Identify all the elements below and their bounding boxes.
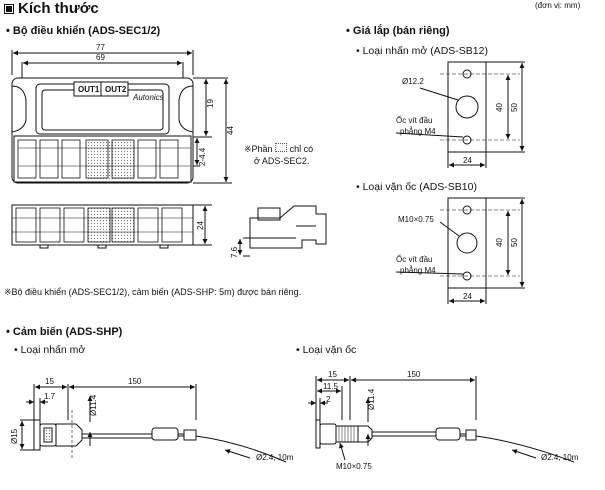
dim-69: 69 (96, 53, 105, 62)
label-out1: OUT1 (78, 85, 100, 94)
bracket-type1-title-text: Loại nhấn mở (ADS-SB12) (362, 45, 488, 57)
s1-dim-phi15: Ø15 (10, 428, 19, 444)
b2-dim-40: 40 (495, 238, 504, 247)
s1-dim-cable: Ø2.4, 10m (256, 453, 294, 462)
controller-title-text: Bộ điều khiển (ADS-SEC1/2) (12, 25, 161, 37)
b1-screw1: Ốc vít đầu (396, 115, 432, 125)
s2-thread: M10×0.75 (336, 462, 372, 471)
bracket-type2-title-text: Loại vặn ốc (ADS-SB10) (362, 181, 477, 193)
sensor-push-drawing (19, 384, 287, 463)
b1-dim-50: 50 (510, 103, 519, 112)
dim-44: 44 (226, 126, 235, 135)
b1-screw2: phẳng M4 (400, 127, 436, 136)
sensor-title: • Cảm biến (ADS-SHP) (6, 326, 123, 338)
b2-dim-24: 24 (463, 292, 472, 301)
sensor-screw-drawing (308, 376, 575, 463)
hatch-swatch-icon (275, 143, 288, 152)
controller-top-view (11, 50, 232, 184)
controller-front-view (11, 204, 212, 249)
sec2-note-prefix: ※Phần (244, 144, 273, 154)
bracket-type2-title: • Loại vặn ốc (ADS-SB10) (356, 181, 477, 193)
dim-19: 19 (206, 99, 215, 108)
s2-dim-15: 15 (328, 370, 337, 379)
b1-dim-40: 40 (495, 103, 504, 112)
b2-thread: M10×0.75 (398, 215, 434, 224)
s1-dim-15: 15 (45, 377, 54, 386)
controller-title: • Bộ điều khiển (ADS-SEC1/2) (6, 25, 161, 37)
section-title-text: Kích thước (18, 0, 99, 17)
section-title-dimensions: Kích thước (4, 0, 99, 17)
b1-dim-24: 24 (463, 156, 472, 165)
bracket-type2-drawing (395, 197, 525, 304)
controller-side-view (237, 205, 327, 257)
dim-24-front: 24 (196, 221, 205, 230)
controller-footnote: ※Bộ điều khiển (ADS-SEC1/2), cảm biến (A… (4, 287, 302, 297)
b2-screw2: phẳng M4 (400, 266, 436, 275)
b2-screw1: Ốc vít đầu (396, 254, 432, 264)
bracket-title-text: Giá lắp (bán riêng) (352, 25, 450, 37)
sec2-note-suffix: chỉ có (289, 144, 314, 154)
sensor-title-text: Cảm biến (ADS-SHP) (12, 326, 123, 338)
s2-dim-150: 150 (407, 370, 421, 379)
dim-77: 77 (96, 43, 105, 52)
dim-7-6: 7.6 (230, 246, 239, 258)
label-out2: OUT2 (105, 85, 127, 94)
sensor-push-title-text: Loại nhấn mở (20, 344, 86, 356)
sec2-note: ※Phần chỉ có (244, 143, 313, 155)
sec2-note-line2: ở ADS-SEC2. (254, 156, 310, 166)
s1-dim-phi11-4: Ø11.4 (89, 394, 98, 416)
unit-note: (đơn vị: mm) (535, 1, 581, 10)
s2-dim-cable: Ø2.4, 10m (541, 453, 579, 462)
square-bullet-icon (4, 4, 14, 14)
sensor-screw-title: • Loại vặn ốc (296, 344, 357, 356)
s1-dim-1-7: 1.7 (44, 392, 56, 401)
b2-dim-50: 50 (510, 238, 519, 247)
bracket-type1-title: • Loại nhấn mở (ADS-SB12) (356, 45, 488, 57)
label-brand: Autonics (132, 93, 164, 102)
bracket-title: • Giá lắp (bán riêng) (346, 25, 450, 37)
sensor-screw-title-text: Loại vặn ốc (302, 344, 357, 356)
bracket-type1-drawing (395, 61, 525, 168)
dim-2-4-4: 2-4.4 (198, 147, 207, 166)
s2-dim-2: 2 (326, 395, 331, 404)
s2-dim-11-5: 11.5 (323, 382, 339, 391)
sensor-push-title: • Loại nhấn mở (14, 344, 86, 356)
s1-dim-150: 150 (128, 377, 142, 386)
s2-dim-phi11-4: Ø11.4 (367, 388, 376, 410)
b1-hole: Ø12.2 (402, 77, 424, 86)
